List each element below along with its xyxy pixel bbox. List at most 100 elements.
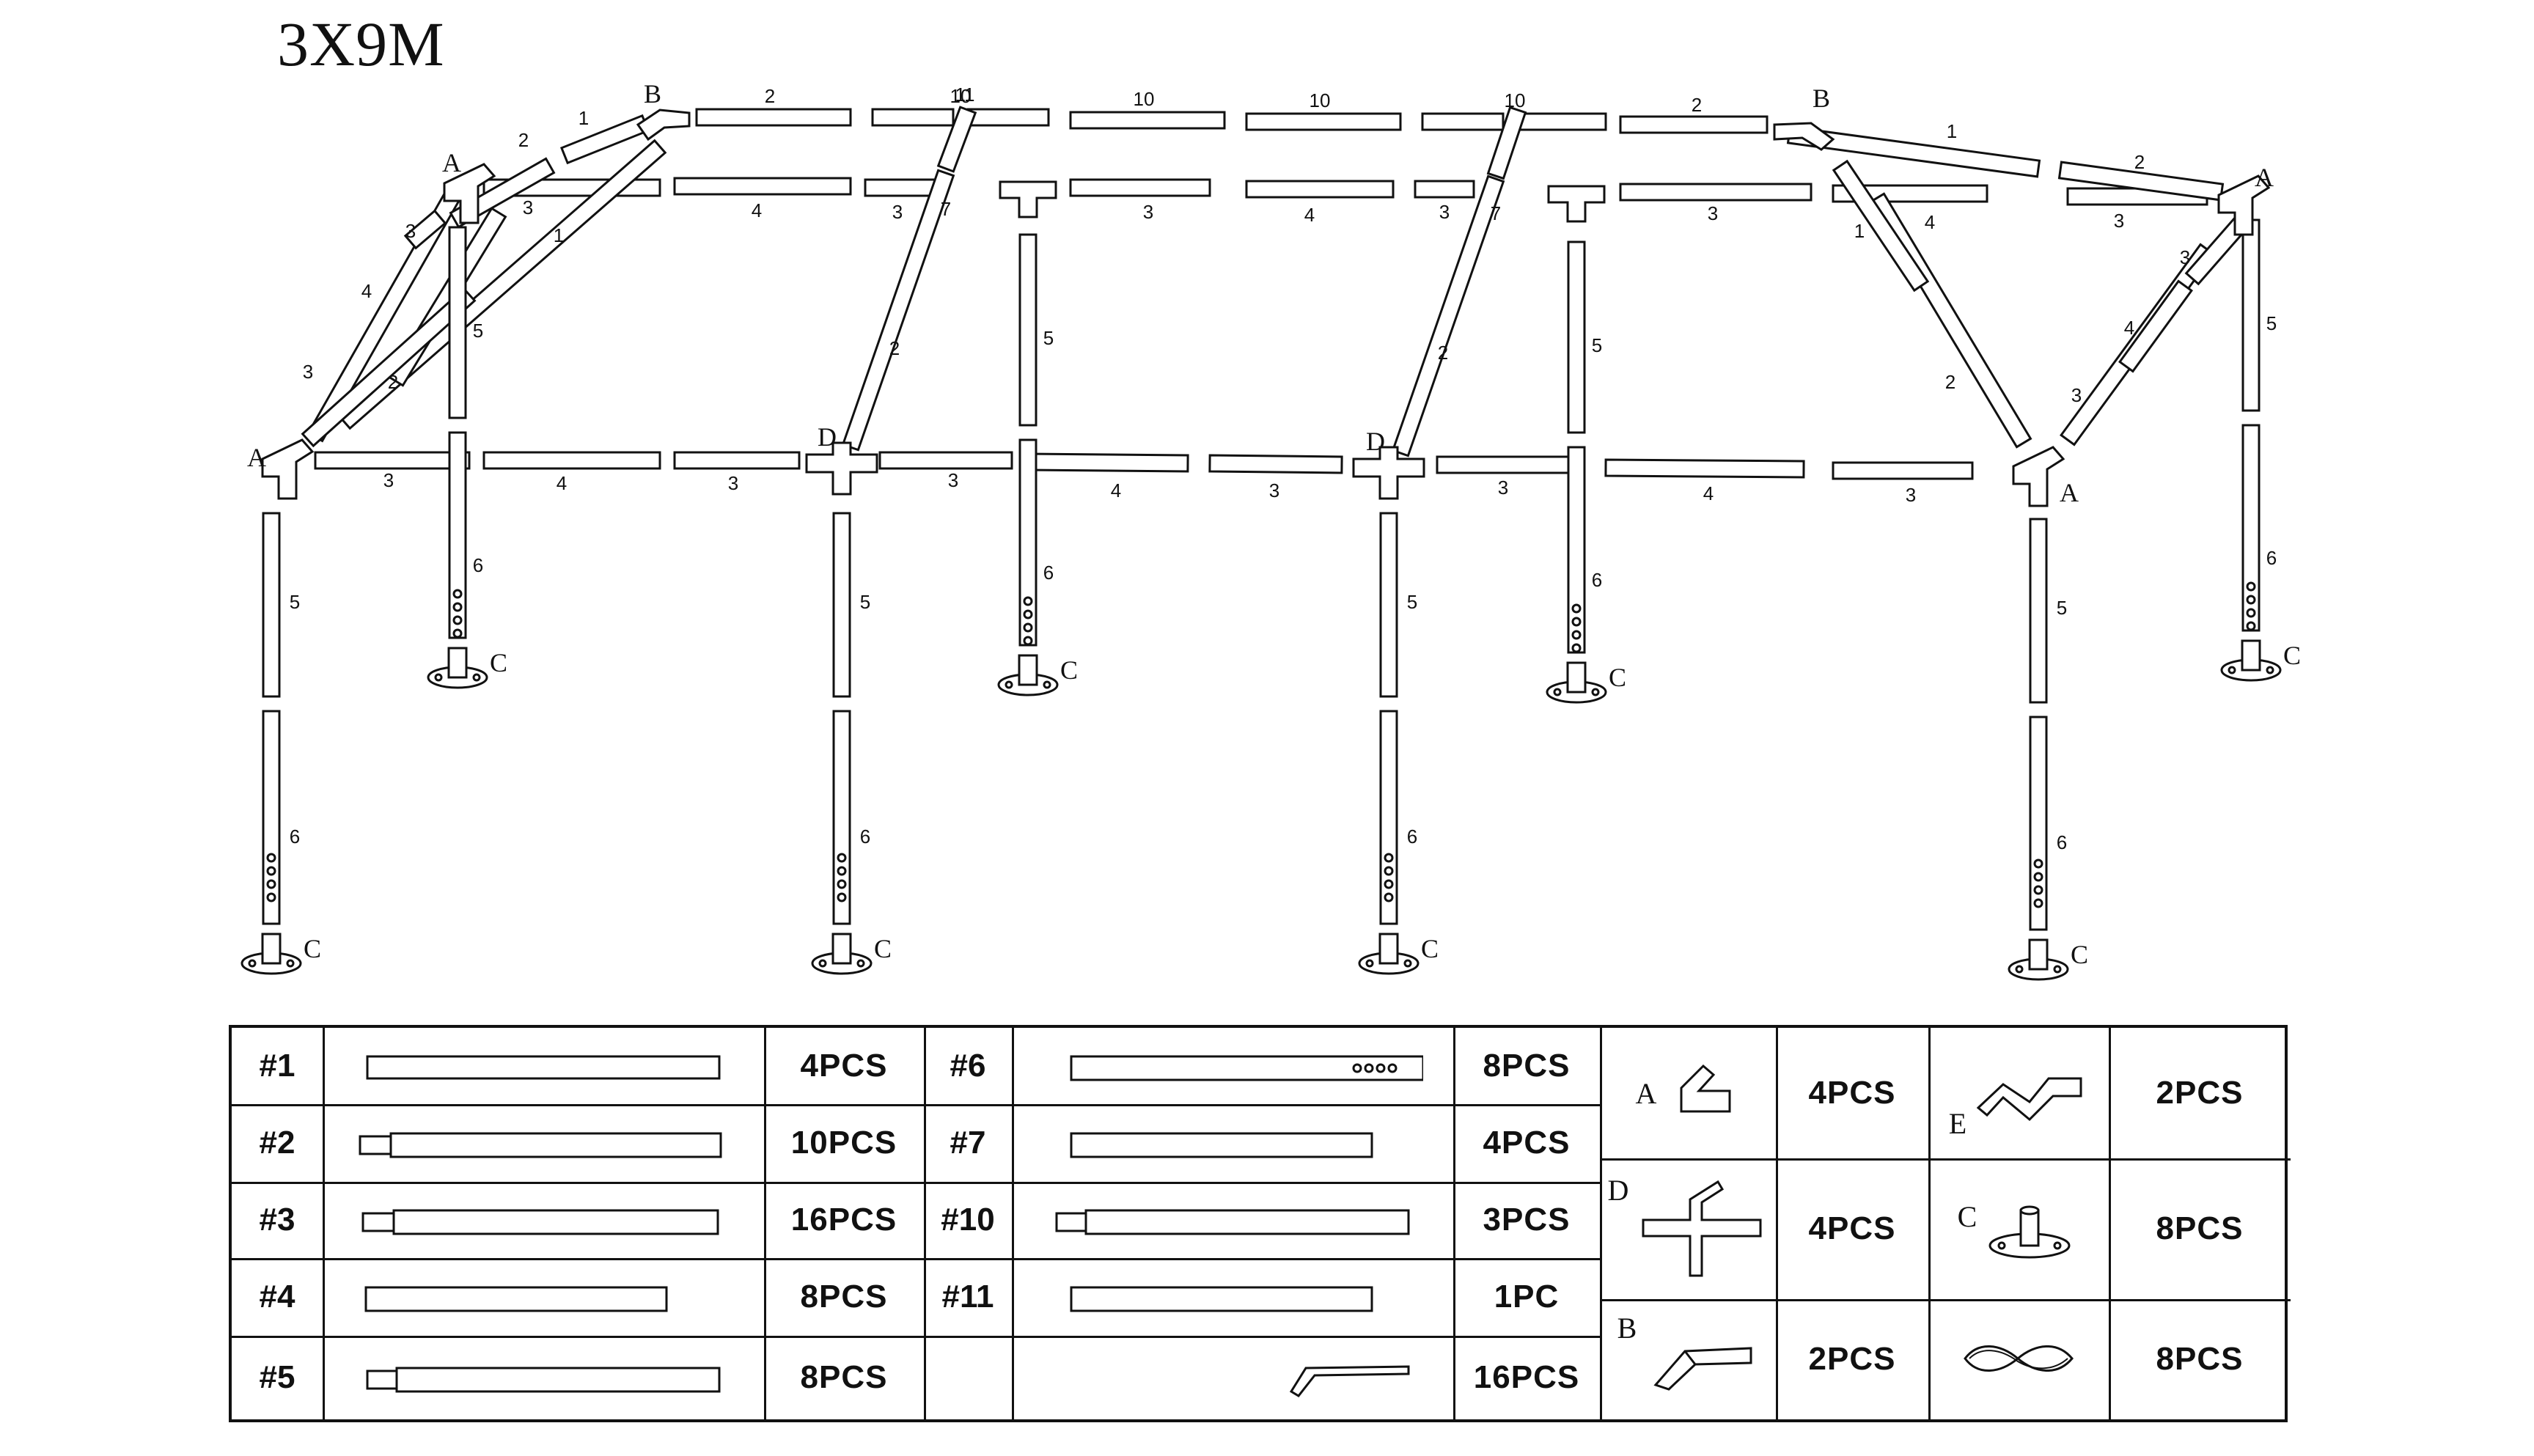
frame-tube (1245, 112, 1402, 131)
part-qty: 4PCS (1483, 1125, 1571, 1161)
adjust-hole (1023, 636, 1033, 646)
frame-tube (314, 451, 471, 470)
frame-tube (1436, 455, 1571, 474)
connector-a-joint (2012, 446, 2065, 507)
frame-tube (1832, 461, 1974, 480)
parts-table: #1 4PCS #2 10PCS #3 16PCS #4 8PCS #5 8PC… (229, 1025, 2291, 1422)
frame-tube (1379, 512, 1398, 698)
connector-d-joint (805, 441, 878, 496)
part-number-label: 10 (950, 85, 972, 107)
adjust-hole (837, 853, 847, 863)
frame-tube (1379, 710, 1398, 925)
frame-tube (262, 710, 281, 925)
foot-hole (818, 959, 827, 968)
connector-label: D (818, 422, 837, 452)
part-code: #10 (941, 1202, 995, 1238)
tube-2-icon (323, 1104, 764, 1182)
frame-tube (2029, 518, 2048, 704)
part-qty: 8PCS (2156, 1210, 2244, 1246)
frame-tube (1018, 233, 1038, 427)
part-number-label: 6 (290, 826, 300, 848)
part-number-label: 1 (1947, 120, 1957, 142)
connector-label: C (1609, 663, 1626, 692)
adjust-hole (2246, 595, 2256, 605)
frame-tube (1486, 106, 1527, 180)
frame-tube (2241, 424, 2261, 632)
connector-a-joint (261, 438, 315, 500)
connector-label: A (442, 148, 461, 177)
connector-label: C (874, 934, 892, 963)
foot-hole (1005, 680, 1013, 689)
part-number-label: 4 (361, 280, 372, 302)
part-number-label: 6 (2057, 831, 2067, 853)
foot-hole (1365, 959, 1374, 968)
foot-hole (1591, 688, 1600, 696)
frame-tube (966, 108, 1050, 127)
part-number-label: 2 (889, 337, 900, 359)
adjust-hole (2033, 858, 2043, 869)
frame-tube (1245, 180, 1395, 199)
part-number-label: 3 (1439, 201, 1450, 223)
part-code: #4 (259, 1279, 295, 1315)
connector-a-joint (2217, 174, 2271, 236)
part-number-label: 4 (1111, 479, 1121, 501)
connector-a-icon: A (1600, 1028, 1776, 1158)
part-number-label: 10 (1134, 88, 1155, 110)
part-number-label: 4 (1925, 211, 1935, 233)
part-number-label: 6 (473, 554, 483, 576)
part-number-label: 2 (765, 85, 775, 107)
connector-b-icon: B (1600, 1299, 1776, 1419)
bungee-cord-icon (1928, 1299, 2109, 1419)
part-number-label: 1 (554, 224, 564, 246)
frame-tube (1025, 452, 1189, 473)
tube-3-icon (323, 1182, 764, 1258)
part-qty: 4PCS (1808, 1210, 1896, 1246)
tube-6-icon (1012, 1028, 1453, 1104)
foot-post (831, 933, 852, 965)
foot-hole (1553, 688, 1562, 696)
adjust-hole (452, 628, 463, 639)
part-qty: 4PCS (800, 1048, 888, 1084)
part-code: #5 (259, 1359, 295, 1395)
connector-label: A (2060, 478, 2079, 507)
part-number-label: 4 (1304, 204, 1315, 226)
foot-hole (2228, 666, 2236, 674)
foot-hole (856, 959, 865, 968)
page-title: 3X9M (277, 9, 445, 79)
part-number-label: 1 (1854, 220, 1865, 242)
part-number-label: 3 (1269, 479, 1279, 501)
frame-tube (559, 114, 650, 165)
connector-label: A (247, 443, 266, 472)
part-number-label: 3 (2114, 210, 2124, 232)
part-qty: 16PCS (1473, 1359, 1580, 1395)
frame-tube (673, 451, 801, 470)
tube-4-icon (323, 1258, 764, 1336)
part-qty: 1PC (1494, 1279, 1560, 1315)
frame-tube (403, 209, 447, 250)
tee-joint (1547, 185, 1606, 223)
frame-tube (695, 108, 852, 127)
part-number-label: 6 (1407, 826, 1417, 848)
adjust-hole (266, 853, 276, 863)
part-number-label: 5 (1407, 591, 1417, 613)
adjust-hole (266, 866, 276, 876)
frame-tube (1567, 446, 1586, 654)
tube-10-icon (1012, 1182, 1453, 1258)
part-number-label: 3 (1708, 202, 1718, 224)
part-number-label: 3 (523, 196, 533, 218)
connector-b-joint (636, 109, 691, 141)
part-code: #1 (259, 1048, 295, 1084)
part-number-label: 3 (383, 469, 394, 491)
part-qty: 8PCS (1483, 1048, 1571, 1084)
frame-tube (2241, 218, 2261, 412)
frame-tube (448, 431, 467, 639)
frame-tube (1619, 183, 1813, 202)
adjust-hole (1023, 596, 1033, 606)
part-qty: 16PCS (790, 1202, 897, 1238)
part-qty: 8PCS (800, 1359, 888, 1395)
part-number-label: 3 (2071, 384, 2082, 406)
foot-hole (1043, 680, 1051, 689)
frame-tube (262, 512, 281, 698)
part-qty: 8PCS (2156, 1341, 2244, 1377)
adjust-hole (1384, 879, 1394, 889)
